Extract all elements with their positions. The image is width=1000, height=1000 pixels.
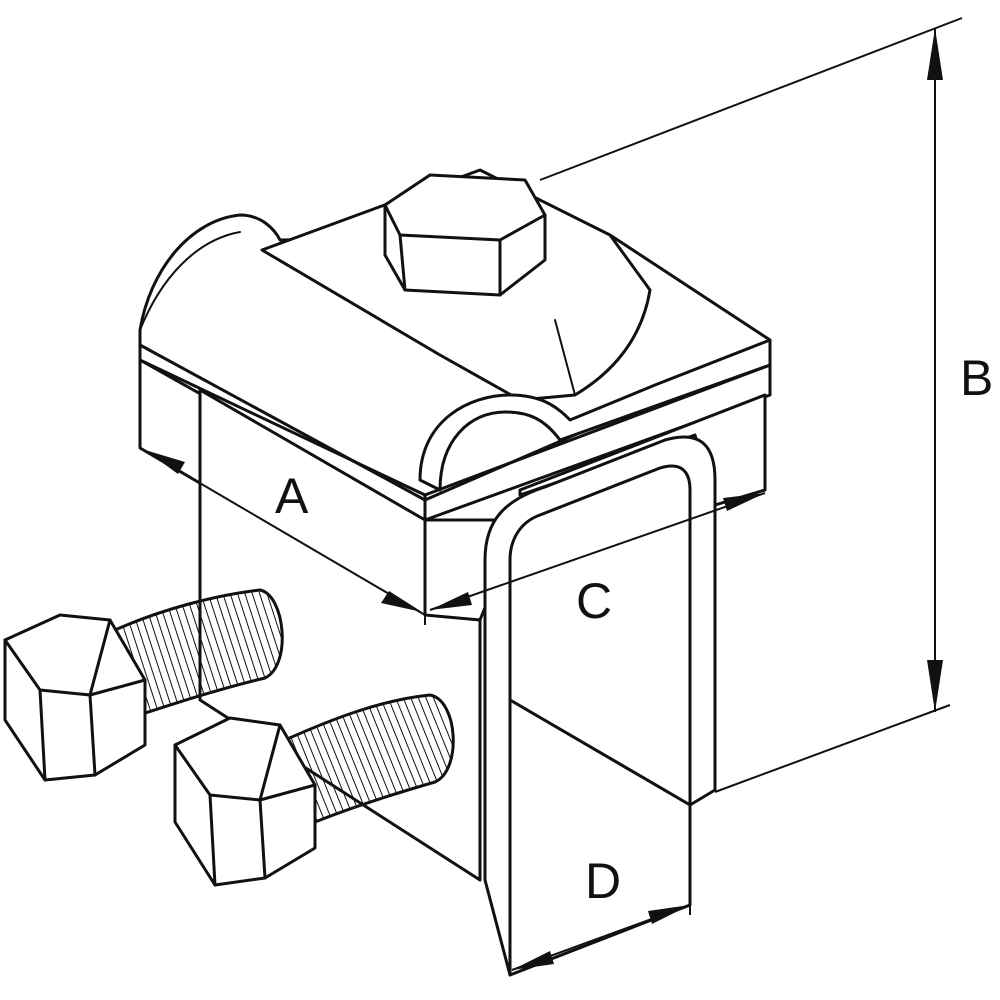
dimension-a: A: [139, 447, 426, 625]
hex-nut-top: [383, 173, 547, 297]
label-c: C: [576, 573, 612, 629]
u-bracket: [483, 435, 717, 977]
dimension-b: B: [539, 17, 993, 793]
bolt-upper: [3, 588, 284, 782]
bolt-lower: [173, 693, 455, 887]
label-a: A: [275, 468, 309, 524]
dimension-d: D: [511, 810, 691, 971]
label-d: D: [585, 853, 621, 909]
label-b: B: [960, 350, 993, 406]
dimension-c: C: [429, 492, 766, 629]
